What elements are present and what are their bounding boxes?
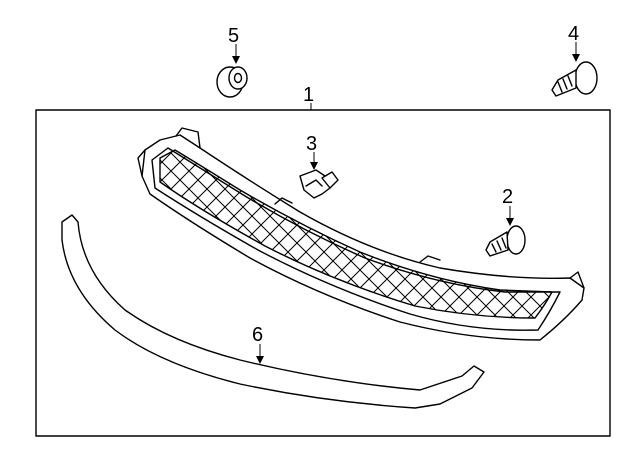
callout-6: 6	[252, 324, 264, 364]
clip-part	[299, 169, 339, 199]
callout-2: 2	[502, 186, 514, 226]
callout-1-label: 1	[303, 84, 314, 106]
screw-part-4	[551, 61, 598, 97]
callout-2-label: 2	[502, 186, 513, 208]
moulding-strip	[61, 214, 485, 409]
callout-5-label: 5	[228, 25, 239, 47]
screw-part-2	[485, 225, 526, 257]
assembly-box	[35, 109, 611, 437]
grommet-part-5	[216, 66, 248, 98]
callout-6-label: 6	[252, 324, 263, 346]
callout-4: 4	[568, 23, 580, 62]
callout-4-label: 4	[568, 23, 579, 45]
callout-3-label: 3	[306, 133, 317, 155]
callout-1: 1	[303, 84, 314, 110]
callout-3: 3	[306, 133, 318, 170]
callout-5: 5	[228, 25, 240, 64]
